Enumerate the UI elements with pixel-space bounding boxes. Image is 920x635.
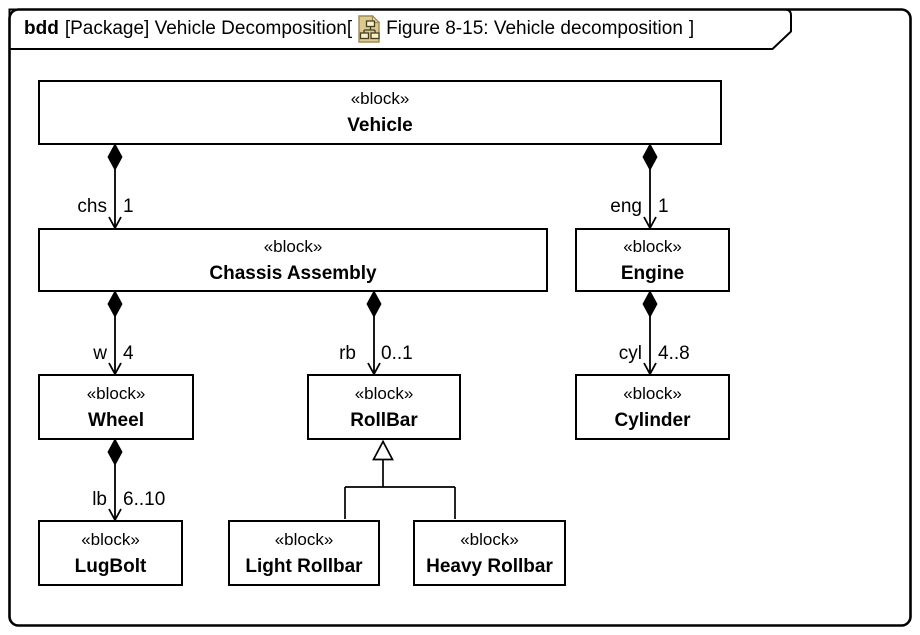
- block-stereotype: «block»: [81, 529, 140, 549]
- block-name: Light Rollbar: [245, 555, 363, 577]
- block-vehicle[interactable]: «block» Vehicle: [38, 80, 722, 145]
- composition-connector-w[interactable]: [107, 290, 123, 376]
- composition-connector-cyl[interactable]: [642, 290, 658, 376]
- block-rollbar[interactable]: «block» RollBar: [307, 374, 461, 440]
- composition-connector-rb[interactable]: [366, 290, 382, 376]
- generalization-branches: [344, 459, 456, 519]
- multiplicity-label-chs[interactable]: 1: [123, 196, 134, 217]
- multiplicity-label-eng[interactable]: 1: [658, 196, 669, 217]
- structure-diagram-icon: [358, 15, 381, 43]
- role-label-cyl[interactable]: cyl: [618, 343, 642, 364]
- composite-diamond: [642, 143, 658, 171]
- block-name: Chassis Assembly: [209, 262, 377, 284]
- block-stereotype: «block»: [86, 383, 146, 403]
- multiplicity-label-lb[interactable]: 6..10: [123, 489, 166, 510]
- block-stereotype: «block»: [623, 383, 682, 403]
- block-name: Heavy Rollbar: [426, 555, 553, 577]
- block-name: LugBolt: [74, 555, 147, 577]
- multiplicity-label-cyl[interactable]: 4..8: [658, 343, 690, 364]
- role-label-lb[interactable]: lb: [92, 489, 107, 510]
- diagram-figure-label: Figure 8-15: Vehicle decomposition: [386, 18, 683, 39]
- block-name: Cylinder: [614, 409, 691, 431]
- composite-diamond: [366, 290, 382, 318]
- diagram-kind-label: bdd: [24, 18, 59, 39]
- diagram-frame-border: [8, 8, 912, 627]
- generalization-connector-rollbar[interactable]: [344, 439, 456, 520]
- diagram-header: bdd [Package] Vehicle Decomposition[ Fig…: [24, 15, 694, 43]
- multiplicity-label-w[interactable]: 4: [123, 343, 134, 364]
- block-name: Vehicle: [347, 115, 413, 136]
- role-label-eng[interactable]: eng: [610, 196, 642, 217]
- block-light-rollbar[interactable]: «block» Light Rollbar: [228, 520, 380, 586]
- block-stereotype: «block»: [623, 236, 682, 256]
- diagram-context-label: [Package] Vehicle Decomposition[: [64, 18, 353, 39]
- block-name: Wheel: [88, 409, 144, 431]
- block-heavy-rollbar[interactable]: «block» Heavy Rollbar: [413, 520, 566, 586]
- composite-diamond: [107, 290, 123, 318]
- composite-diamond: [642, 290, 658, 318]
- diagram-close-bracket: ]: [688, 18, 695, 39]
- composition-connector-lb[interactable]: [107, 438, 123, 522]
- block-name: RollBar: [350, 409, 418, 431]
- block-stereotype: «block»: [460, 529, 519, 549]
- composition-connector-eng[interactable]: [642, 143, 658, 230]
- block-chassis-assembly[interactable]: «block» Chassis Assembly: [38, 228, 548, 292]
- composite-diamond: [107, 438, 123, 466]
- block-stereotype: «block»: [354, 383, 414, 403]
- role-label-chs[interactable]: chs: [77, 196, 107, 217]
- block-lugbolt[interactable]: «block» LugBolt: [38, 520, 183, 586]
- block-stereotype: «block»: [274, 529, 334, 549]
- block-stereotype: «block»: [350, 89, 410, 108]
- composition-connector-chs[interactable]: [107, 143, 123, 230]
- block-stereotype: «block»: [263, 236, 323, 256]
- block-name: Engine: [620, 262, 685, 284]
- generalization-triangle: [372, 439, 394, 461]
- block-engine[interactable]: «block» Engine: [575, 228, 730, 292]
- composite-diamond: [107, 143, 123, 171]
- multiplicity-label-rb[interactable]: 0..1: [381, 343, 413, 364]
- block-wheel[interactable]: «block» Wheel: [38, 374, 194, 440]
- role-label-rb[interactable]: rb: [339, 343, 356, 364]
- block-cylinder[interactable]: «block» Cylinder: [575, 374, 730, 440]
- role-label-w[interactable]: w: [93, 343, 107, 364]
